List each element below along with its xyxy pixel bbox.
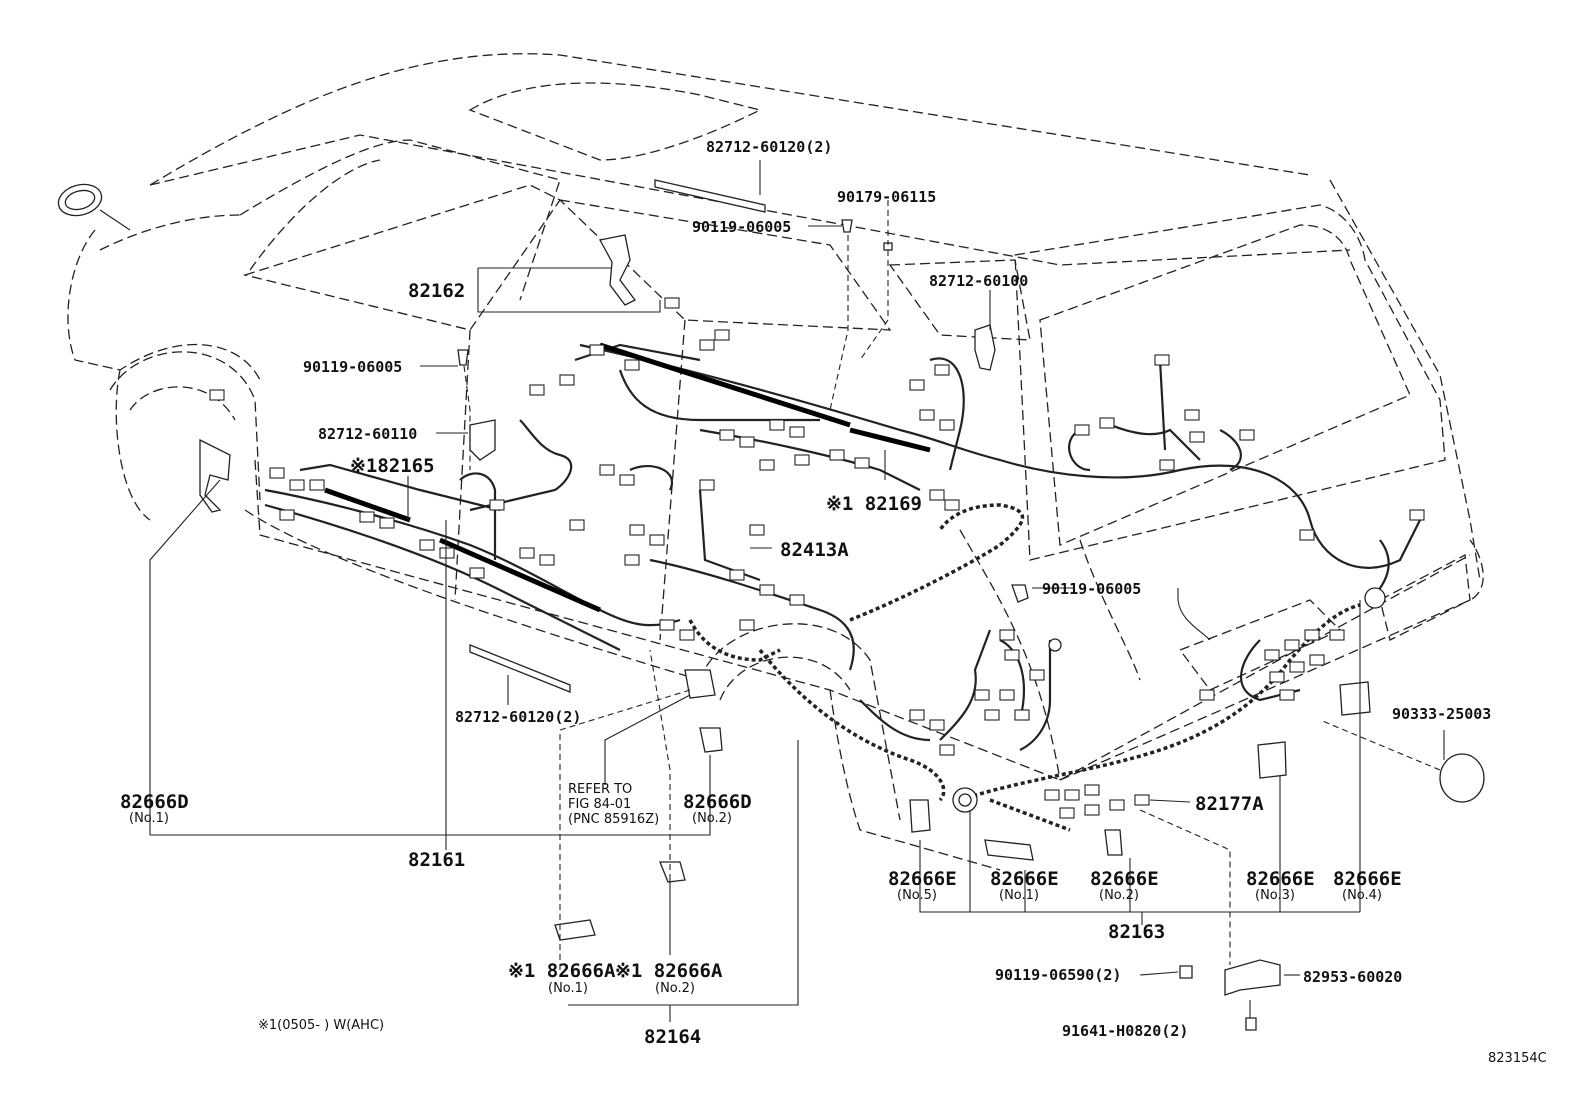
- label-82165: ※182165: [350, 455, 435, 477]
- label-82666e-no1: 82666E: [990, 868, 1059, 890]
- footnote: ※1(0505- ) W(AHC): [258, 1018, 384, 1033]
- label-82712-60120-bottom: 82712-60120(2): [455, 708, 581, 726]
- label-82666a-no2: ※1 82666A: [615, 960, 723, 982]
- side-mirror: [57, 183, 131, 231]
- label-90179-06115: 90179-06115: [837, 188, 936, 206]
- label-82666e-no5-sub: (No.5): [897, 888, 937, 903]
- part-labels: 82712-60120(2) 90179-06115 90119-06005 8…: [120, 138, 1547, 1066]
- label-82666e-no2-sub: (No.2): [1099, 888, 1139, 903]
- label-82666d-no2: 82666D: [683, 791, 752, 813]
- label-82666e-no3-sub: (No.3): [1255, 888, 1295, 903]
- label-82666d-no1-sub: (No.1): [129, 811, 169, 826]
- label-82666e-no3: 82666E: [1246, 868, 1315, 890]
- label-90119-06590: 90119-06590(2): [995, 966, 1121, 984]
- label-82666e-no1-sub: (No.1): [999, 888, 1039, 903]
- label-82666e-no2: 82666E: [1090, 868, 1159, 890]
- label-82666d-no2-sub: (No.2): [692, 811, 732, 826]
- label-82169: ※1 82169: [826, 493, 922, 515]
- leader-lines: [149, 160, 1445, 1022]
- label-90119-06005-right: 90119-06005: [1042, 580, 1141, 598]
- refer-note-line1: REFER TO: [568, 782, 632, 797]
- label-82666a-no2-sub: (No.2): [655, 981, 695, 996]
- label-82666e-no5: 82666E: [888, 868, 957, 890]
- refer-note-line3: (PNC 85916Z): [568, 812, 659, 827]
- label-90333-25003: 90333-25003: [1392, 705, 1491, 723]
- label-82953-60020: 82953-60020: [1303, 968, 1402, 986]
- connector-set: [209, 297, 1425, 819]
- label-82666e-no4-sub: (No.4): [1342, 888, 1382, 903]
- label-82162: 82162: [408, 280, 465, 302]
- label-82666a-no1: ※1 82666A: [508, 960, 616, 982]
- label-82666e-no4: 82666E: [1333, 868, 1402, 890]
- label-82163: 82163: [1108, 921, 1165, 943]
- hardware-parts: [199, 179, 1485, 1031]
- label-82666d-no1: 82666D: [120, 791, 189, 813]
- label-90119-06005-left: 90119-06005: [303, 358, 402, 376]
- vehicle-body-outline: [67, 53, 1484, 871]
- label-82164: 82164: [644, 1026, 701, 1048]
- wire-harness-network: [264, 342, 1421, 832]
- label-82177a: 82177A: [1195, 793, 1264, 815]
- label-82666a-no1-sub: (No.1): [548, 981, 588, 996]
- label-82161: 82161: [408, 849, 465, 871]
- label-82712-60120-top: 82712-60120(2): [706, 138, 832, 156]
- label-82712-60100: 82712-60100: [929, 272, 1028, 290]
- label-82712-60110: 82712-60110: [318, 425, 417, 443]
- label-82413a: 82413A: [780, 539, 849, 561]
- refer-note-line2: FIG 84-01: [568, 797, 631, 812]
- label-91641-h0820: 91641-H0820(2): [1062, 1022, 1188, 1040]
- figure-code: 823154C: [1488, 1051, 1547, 1066]
- label-90119-06005-top: 90119-06005: [692, 218, 791, 236]
